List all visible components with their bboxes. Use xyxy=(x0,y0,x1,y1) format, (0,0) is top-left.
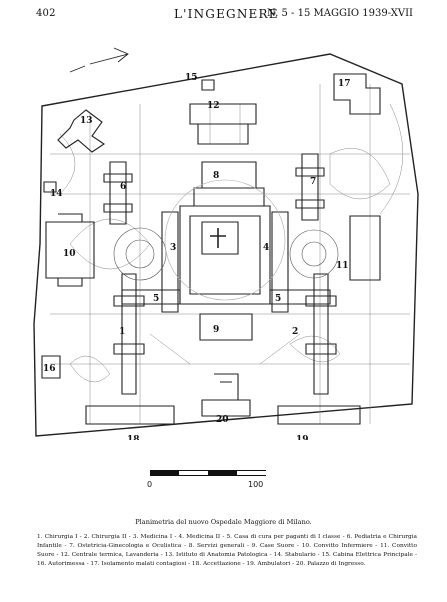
journal-title: L'INGEGNERE xyxy=(174,7,279,21)
building-label-8: 8 xyxy=(213,171,219,181)
building-label-9: 9 xyxy=(213,325,219,335)
building-legend: 1. Chirurgia I - 2. Chirurgia II - 3. Me… xyxy=(37,534,417,567)
page-number: 402 xyxy=(36,8,56,19)
building-label-16: 16 xyxy=(43,364,56,374)
building-label-11: 11 xyxy=(336,261,349,271)
building-label-6: 6 xyxy=(120,182,126,192)
building-label-4: 4 xyxy=(263,243,269,253)
scale-bar: 0 100 xyxy=(147,470,268,502)
site-boundary xyxy=(33,53,419,437)
building-label-2: 2 xyxy=(292,327,298,337)
scale-end-label: 100 xyxy=(248,480,264,489)
building-label-3: 3 xyxy=(170,243,176,253)
building-label-14: 14 xyxy=(50,189,63,199)
building-label-7: 7 xyxy=(310,177,316,187)
building-label-18: 18 xyxy=(127,435,140,440)
building-label-15: 15 xyxy=(185,73,198,83)
figure-caption: Planimetria del nuovo Ospedale Maggiore … xyxy=(135,518,312,526)
building-label-17: 17 xyxy=(338,79,351,89)
building-label-12: 12 xyxy=(207,101,220,111)
building-label-13: 13 xyxy=(80,116,93,126)
building-label-19: 19 xyxy=(296,435,309,440)
north-arrow xyxy=(69,47,129,73)
scale-start-label: 0 xyxy=(147,480,153,489)
building-label-20: 20 xyxy=(216,415,229,425)
site-plan: 1 2 3 4 5 5 6 7 8 9 10 11 12 13 14 15 16… xyxy=(30,44,420,440)
building-label-5-left: 5 xyxy=(153,294,159,304)
building-label-1: 1 xyxy=(119,327,125,337)
building-label-5-right: 5 xyxy=(275,294,281,304)
page-header: 402 L'INGEGNERE N. 5 - 15 MAGGIO 1939-XV… xyxy=(0,7,447,28)
issue-info: N. 5 - 15 MAGGIO 1939-XVII xyxy=(267,8,413,19)
building-label-10: 10 xyxy=(63,249,76,259)
